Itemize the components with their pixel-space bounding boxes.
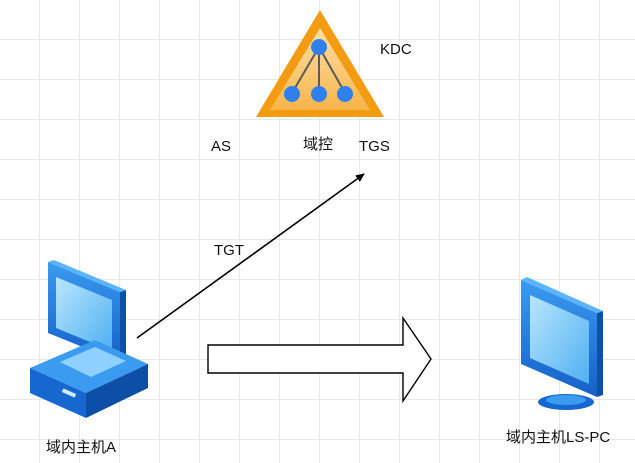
tgt-arrow bbox=[136, 173, 365, 339]
computer-icon bbox=[30, 260, 148, 418]
tgt-label: TGT bbox=[214, 242, 244, 259]
tgs-label: TGS bbox=[359, 138, 390, 155]
network-triangle-icon bbox=[256, 10, 384, 117]
host-ls-pc-label: 域内主机LS-PC bbox=[506, 429, 611, 446]
domain-controller-label: 域控 bbox=[303, 136, 334, 153]
monitor-icon bbox=[521, 277, 603, 410]
kdc-label: KDC bbox=[380, 41, 412, 58]
host-a-label: 域内主机A bbox=[46, 439, 117, 456]
as-label: AS bbox=[211, 138, 232, 155]
block-arrow bbox=[207, 315, 432, 404]
